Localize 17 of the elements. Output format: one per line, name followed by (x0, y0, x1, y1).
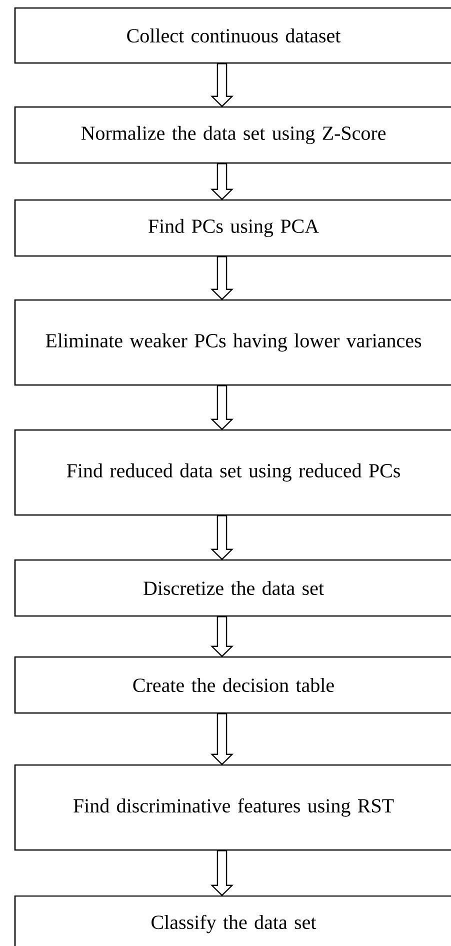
process-box: Find reduced data set using reduced PCs (14, 429, 451, 516)
block-arrow (210, 63, 234, 108)
block-arrow (210, 385, 234, 430)
process-box: Discretize the data set (14, 559, 451, 617)
block-arrow (210, 163, 234, 200)
process-box: Collect continuous dataset (14, 7, 451, 64)
block-arrow (210, 616, 234, 658)
block-arrow (210, 515, 234, 560)
process-box: Normalize the data set using Z-Score (14, 106, 451, 164)
block-arrow (210, 713, 234, 766)
block-arrow (210, 850, 234, 896)
process-box: Create the decision table (14, 656, 451, 714)
process-box: Eliminate weaker PCs having lower variances (14, 299, 451, 386)
process-box: Classify the data set (14, 895, 451, 946)
block-arrow (210, 256, 234, 300)
process-box: Find PCs using PCA (14, 199, 451, 257)
process-box: Find discriminative features using RST (14, 764, 451, 851)
